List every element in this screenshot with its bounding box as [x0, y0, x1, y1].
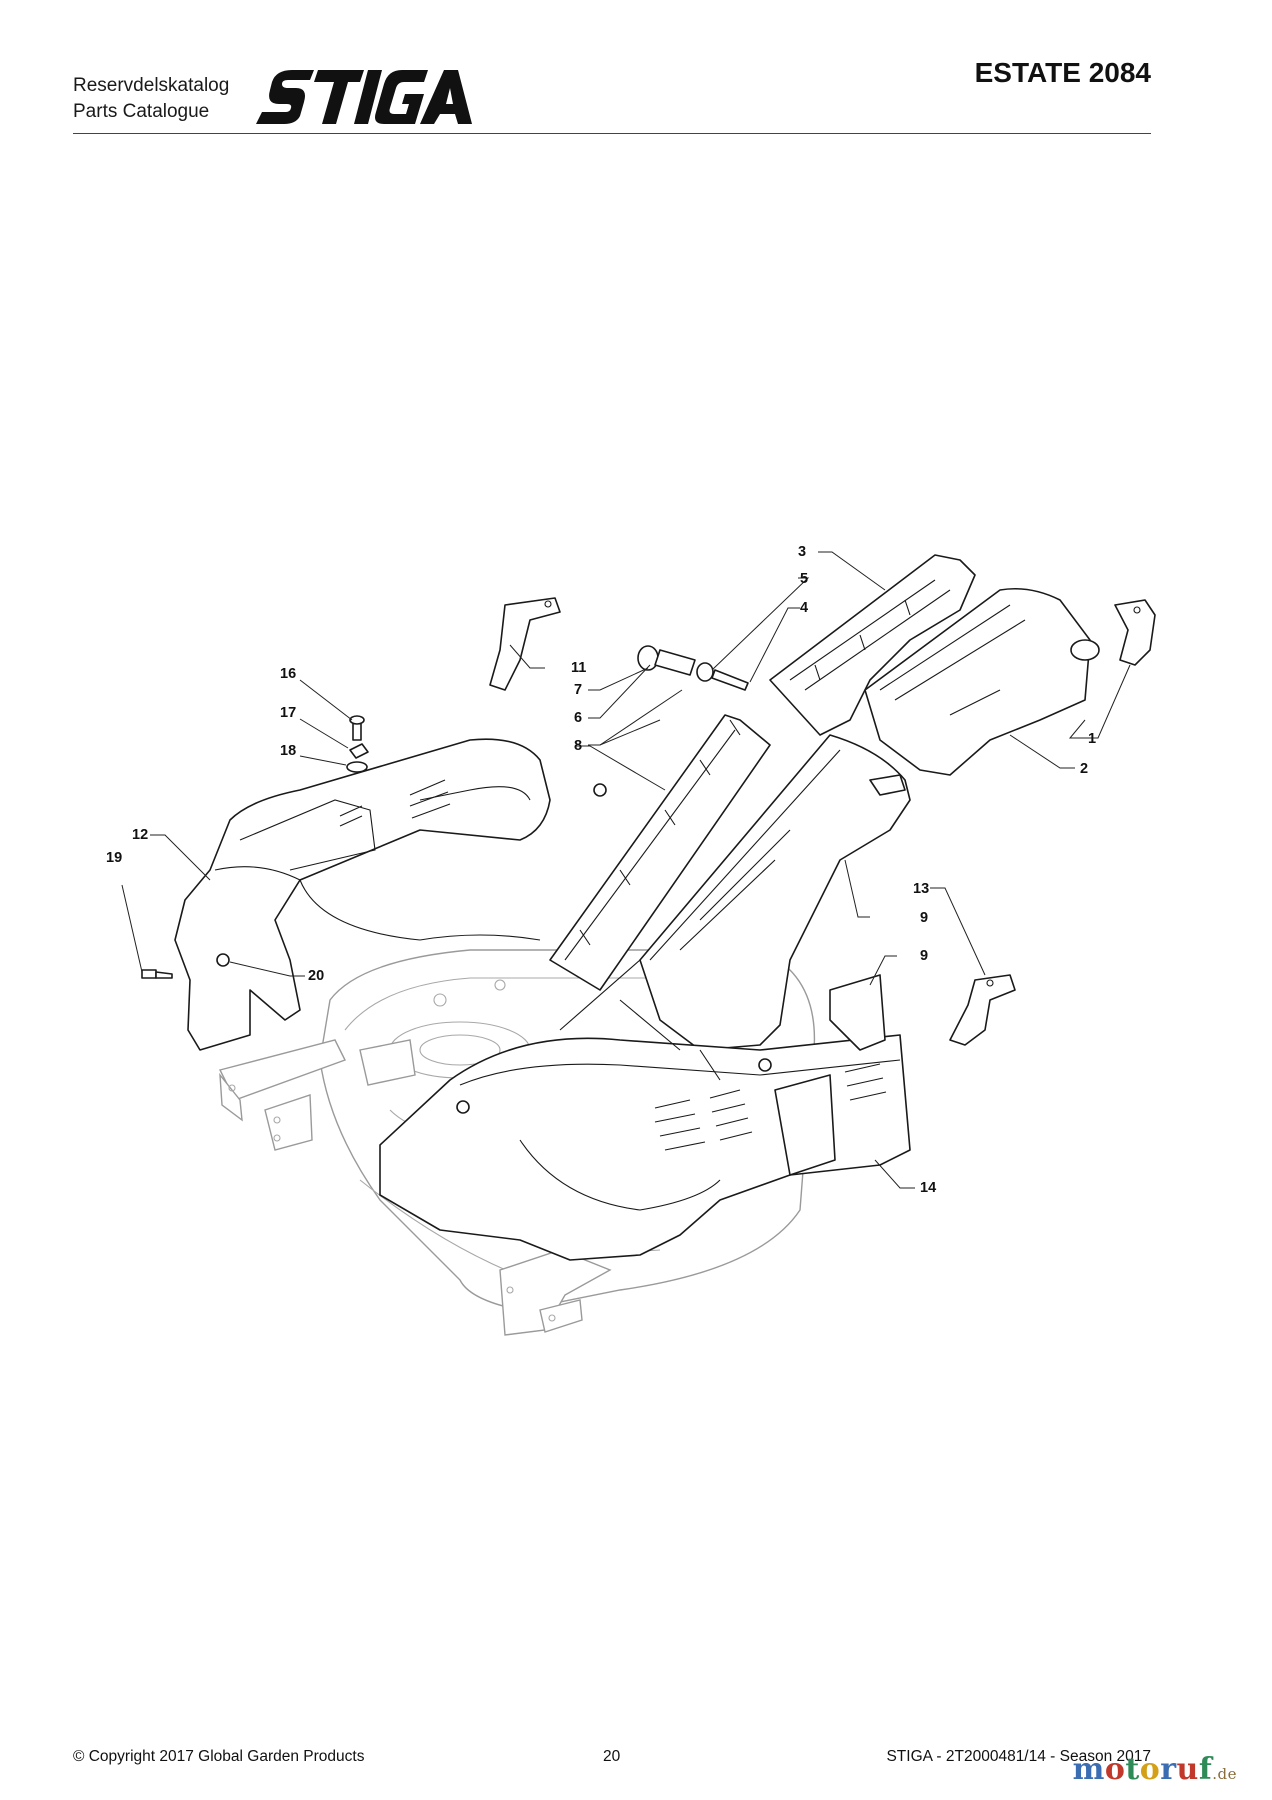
callout-1: 1 — [1088, 731, 1096, 747]
watermark-suffix: .de — [1212, 1765, 1237, 1783]
document-reference: STIGA - 2T2000481/14 - Season 2017 — [886, 1748, 1151, 1765]
callout-16: 16 — [280, 666, 296, 682]
part-2-rear-chute — [864, 587, 1100, 776]
callout-labels: 1 2 3 4 5 6 7 8 9 9 11 12 13 14 16 17 18… — [106, 544, 1096, 1196]
copyright-notice: © Copyright 2017 Global Garden Products — [73, 1748, 365, 1765]
callout-8: 8 — [574, 738, 582, 754]
callout-20: 20 — [308, 968, 324, 984]
part-14-front-shroud — [379, 959, 911, 1261]
hardware-set — [637, 645, 749, 691]
hardware-bolts — [141, 715, 369, 979]
header-divider — [73, 133, 1151, 134]
part-3-upper-cover — [769, 554, 976, 736]
part-left-shroud — [174, 738, 607, 1051]
part-13-bracket — [949, 974, 1016, 1046]
callout-5: 5 — [800, 571, 808, 587]
callout-6: 6 — [574, 710, 582, 726]
callout-13: 13 — [913, 881, 929, 897]
part-8-rail — [549, 714, 771, 991]
callout-12: 12 — [132, 827, 148, 843]
callout-2: 2 — [1080, 761, 1088, 777]
watermark-text: motoruf — [1072, 1752, 1213, 1787]
watermark: motoruf.de — [1073, 1752, 1237, 1787]
callout-11: 11 — [571, 660, 586, 676]
leader-lines — [121, 551, 1131, 1189]
catalog-title-swedish: Reservdelskatalog — [73, 75, 230, 96]
part-1-bracket — [1114, 599, 1156, 666]
catalog-title-english: Parts Catalogue — [73, 101, 210, 122]
callout-7: 7 — [574, 682, 582, 698]
callout-18: 18 — [280, 743, 296, 759]
callout-14: 14 — [920, 1180, 936, 1196]
part-9-chute — [639, 734, 911, 1051]
part-11-bracket — [489, 597, 561, 691]
callout-9b: 9 — [920, 948, 928, 964]
callout-4: 4 — [800, 600, 808, 616]
stiga-logo — [256, 70, 472, 124]
callout-9: 9 — [920, 910, 928, 926]
model-name: ESTATE 2084 — [974, 57, 1151, 88]
callout-17: 17 — [280, 705, 296, 721]
page-number: 20 — [603, 1748, 621, 1765]
callout-19: 19 — [106, 850, 122, 866]
callout-3: 3 — [798, 544, 806, 560]
part-9-bracket — [829, 974, 886, 1051]
